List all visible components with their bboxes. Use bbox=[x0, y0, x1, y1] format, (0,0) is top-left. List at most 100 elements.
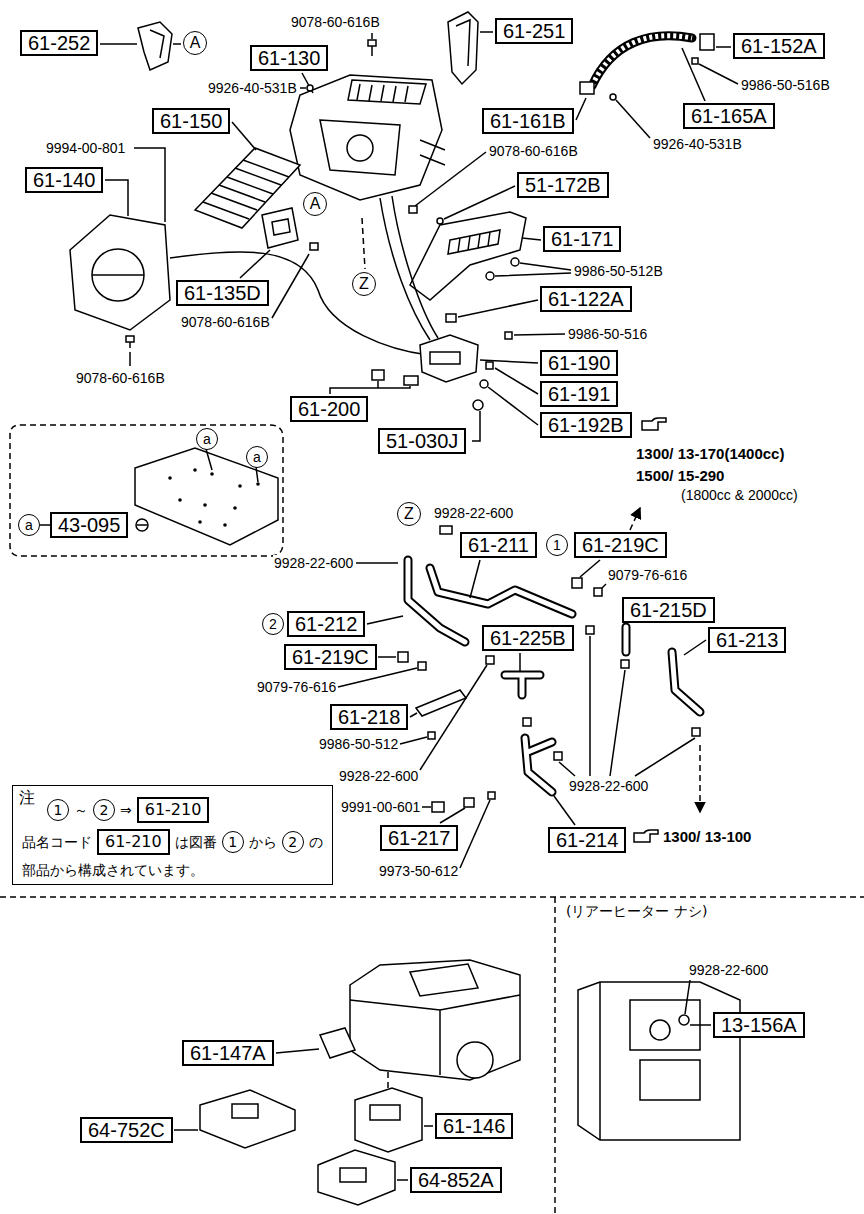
part-number: 61-213 bbox=[716, 629, 778, 651]
plug bbox=[679, 1015, 689, 1025]
heater-hose-inner bbox=[430, 568, 572, 614]
part-number-box: 61-219C bbox=[574, 532, 667, 558]
reference-circle: 2 bbox=[93, 799, 115, 821]
duct-detail bbox=[340, 1168, 366, 1182]
part-label: 9986-50-512 bbox=[318, 736, 399, 752]
bracket bbox=[416, 690, 466, 716]
part-number-box: 13-156A bbox=[713, 1012, 805, 1038]
reference-circle: 1 bbox=[222, 831, 244, 853]
part-number: 61-219C bbox=[582, 534, 659, 556]
hole bbox=[168, 476, 172, 480]
part-number-box: 61-215D bbox=[622, 597, 715, 623]
control-unit bbox=[420, 335, 478, 382]
callout-letter: 2 bbox=[100, 803, 109, 817]
part-label: 9078-60-616B bbox=[488, 143, 579, 159]
leader-line bbox=[397, 1179, 408, 1181]
heater-grille bbox=[348, 80, 426, 104]
part-number: 61-191 bbox=[548, 383, 610, 405]
part-number-box: 61-191 bbox=[540, 381, 618, 407]
hole bbox=[238, 484, 242, 488]
screw bbox=[511, 258, 519, 266]
part-label: 1500/ 15-290 bbox=[635, 467, 725, 485]
part-number: 61-135D bbox=[184, 282, 261, 304]
car-body bbox=[350, 960, 520, 1080]
part-label: (リアーヒーター ナシ) bbox=[565, 903, 708, 919]
part-number-box: 61-213 bbox=[708, 627, 786, 653]
leader-line bbox=[458, 300, 538, 317]
pipe-fitting-inner bbox=[624, 627, 629, 652]
part-number-box: 61-225B bbox=[482, 625, 574, 651]
leader-line bbox=[272, 254, 309, 318]
duct-part bbox=[448, 12, 478, 84]
leader-line bbox=[410, 713, 417, 717]
screw bbox=[428, 732, 435, 739]
hole bbox=[233, 506, 237, 510]
leader-line bbox=[519, 653, 521, 671]
callout-letter: Z bbox=[359, 276, 369, 292]
leader-line bbox=[422, 806, 431, 808]
control-panel bbox=[410, 212, 526, 300]
clip bbox=[446, 314, 456, 322]
leader-line bbox=[174, 1129, 198, 1131]
t-joint-inner bbox=[505, 675, 540, 695]
reference-arrow bbox=[699, 745, 701, 812]
part-number-box: 61-251 bbox=[495, 18, 573, 44]
part-number: 61-161B bbox=[490, 110, 566, 132]
leader-line bbox=[330, 381, 410, 394]
part-label: 1300/ 13-170(1400cc) bbox=[635, 445, 785, 463]
leader-line bbox=[276, 1049, 319, 1053]
cap bbox=[473, 400, 483, 410]
part-number: 61-225B bbox=[490, 627, 566, 649]
screw bbox=[368, 40, 376, 56]
leader-line bbox=[100, 43, 181, 45]
part-label: 9078-60-616B bbox=[290, 14, 381, 30]
pin bbox=[610, 94, 616, 100]
screw bbox=[486, 272, 494, 280]
leader-line bbox=[682, 48, 705, 101]
part-label: 9928-22-600 bbox=[433, 505, 514, 521]
callout-letter: a bbox=[25, 518, 33, 532]
leader-line bbox=[378, 656, 396, 658]
part-label: ～ bbox=[73, 802, 89, 818]
body-panel bbox=[578, 982, 740, 1140]
t-joint bbox=[505, 675, 540, 695]
heater-hose-inner bbox=[408, 560, 465, 642]
hole bbox=[223, 523, 227, 527]
clip bbox=[398, 652, 408, 662]
car-wheel bbox=[457, 1042, 493, 1078]
part-number: 61-252 bbox=[28, 32, 90, 54]
part-label: 9928-22-600 bbox=[568, 778, 649, 794]
lever-part bbox=[372, 370, 418, 385]
part-number-box: 61-147A bbox=[182, 1040, 274, 1066]
grommet-symbol-bar bbox=[137, 524, 147, 526]
clip bbox=[440, 526, 452, 534]
leader-line bbox=[699, 64, 738, 84]
part-label: 9986-50-512B bbox=[573, 263, 664, 279]
knob-part bbox=[486, 362, 493, 369]
part-label: 部品から構成されています。 bbox=[21, 862, 205, 878]
leader-line bbox=[559, 636, 695, 776]
heater-hose-inner bbox=[525, 738, 552, 792]
control-detail bbox=[430, 352, 460, 364]
screw bbox=[418, 662, 426, 670]
part-label: 9078-60-616B bbox=[180, 314, 271, 330]
part-number: 61-214 bbox=[556, 829, 618, 851]
reference-arrow bbox=[630, 508, 640, 530]
part-number-box: 61-200 bbox=[290, 396, 368, 422]
leader-line bbox=[495, 263, 571, 276]
callout-letter: a bbox=[253, 450, 261, 464]
body-panel-detail bbox=[600, 982, 700, 1140]
leader-line bbox=[338, 668, 417, 687]
blower-fan bbox=[92, 249, 144, 301]
leader-line bbox=[367, 616, 403, 624]
bracket-slot bbox=[272, 219, 290, 235]
floor-duct bbox=[355, 1088, 422, 1152]
leader-line bbox=[300, 87, 306, 89]
floor-plate bbox=[135, 448, 278, 545]
reference-circle: 2 bbox=[262, 613, 284, 635]
clip bbox=[307, 85, 313, 91]
callout-letter: Z bbox=[404, 506, 414, 522]
bracket bbox=[320, 1028, 355, 1058]
detail-region bbox=[10, 425, 283, 556]
leader-line bbox=[480, 31, 493, 33]
